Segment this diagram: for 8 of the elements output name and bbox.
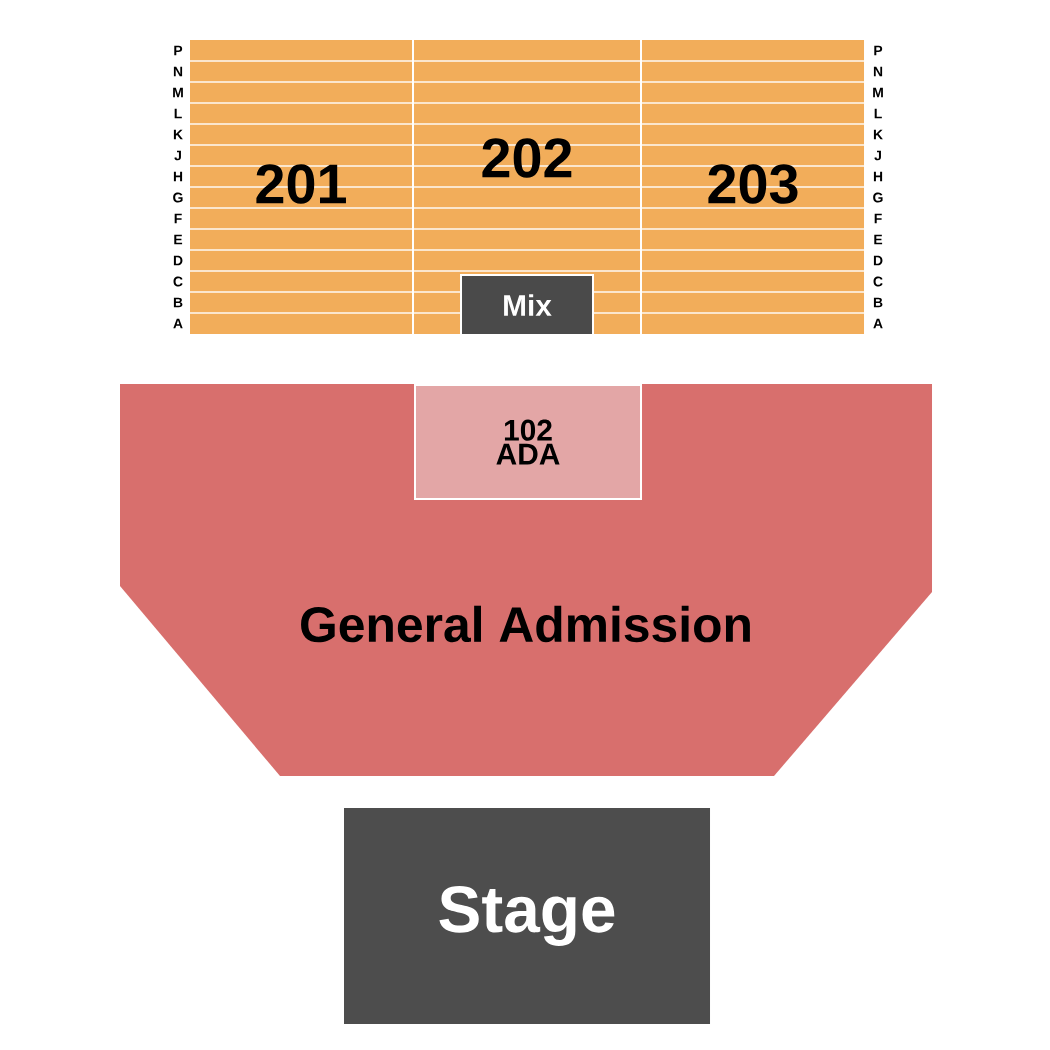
node-label: 202 <box>482 138 572 178</box>
section-box: 102 ADA <box>414 384 642 500</box>
node-label: 201 <box>256 164 346 204</box>
node-label: 203 <box>708 164 798 204</box>
stage-block: Stage <box>342 806 712 1026</box>
seating-section: 203 <box>641 40 865 334</box>
mix-booth: Mix <box>460 274 594 336</box>
seating-section: 201 <box>189 40 413 334</box>
